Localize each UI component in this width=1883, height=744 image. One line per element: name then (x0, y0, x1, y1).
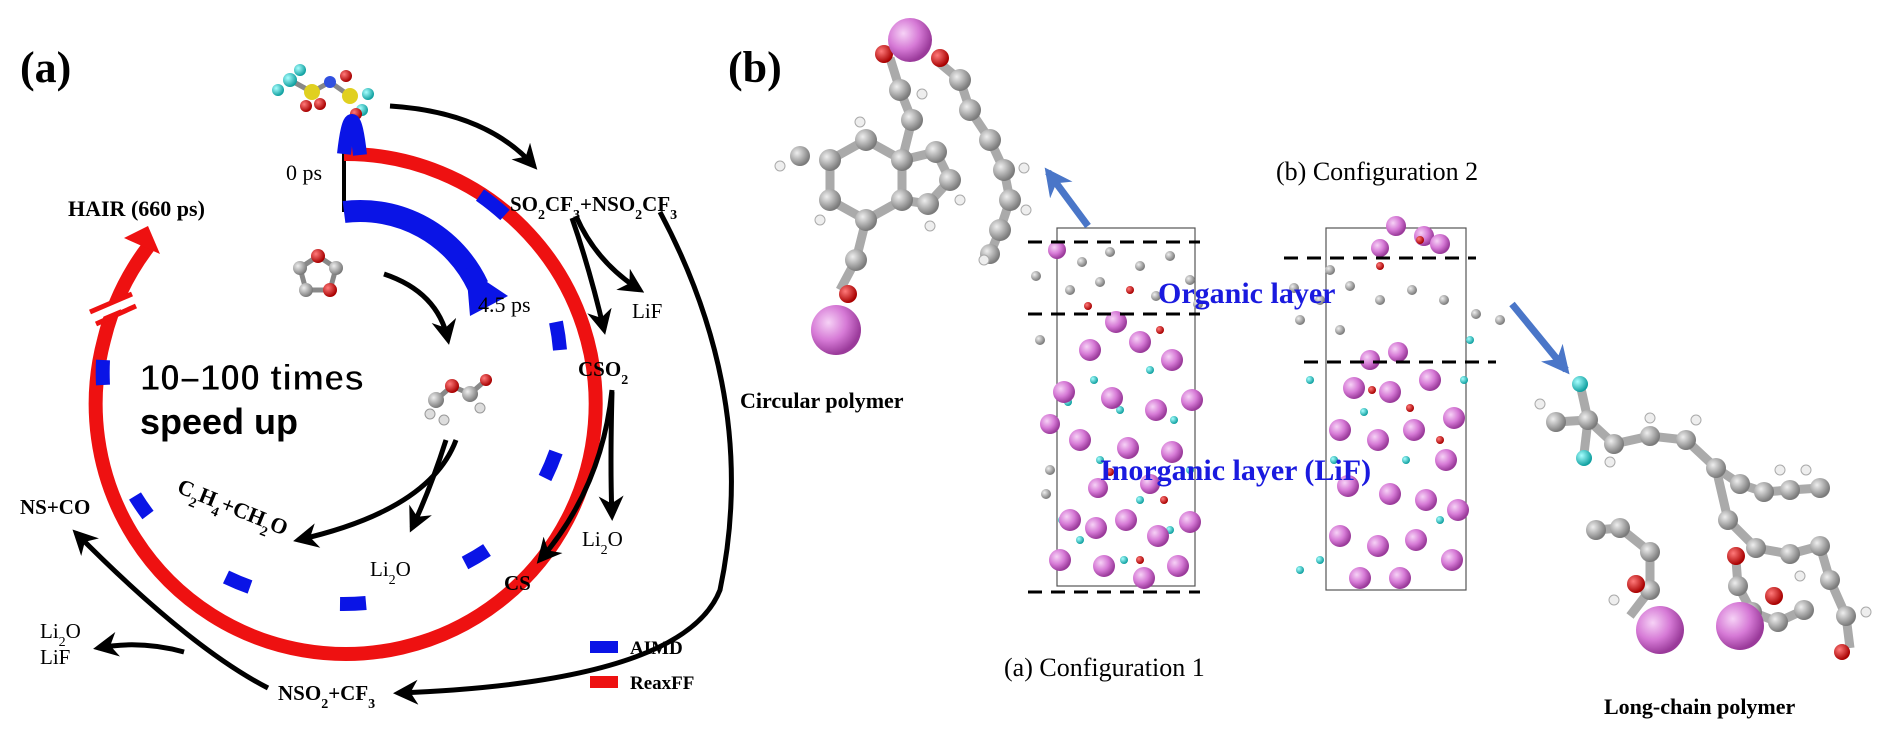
panel-a: (a) (20, 43, 734, 712)
speedup-line1: 10–100 times (140, 357, 364, 398)
aimd-segment (222, 570, 253, 594)
configuration-2-label: (b) Configuration 2 (1276, 157, 1478, 186)
organic-atoms-1 (1031, 245, 1203, 499)
reaxff-track (88, 146, 603, 661)
legend: AIMD ReaxFF (590, 638, 694, 694)
layer-boundaries (1028, 240, 1496, 594)
aimd-segment (461, 544, 491, 570)
long-chain-polymer-label: Long-chain polymer (1604, 694, 1796, 719)
species-cso2: CSO2 (578, 357, 628, 388)
dol-molecule-icon (293, 249, 343, 297)
long-chain-polymer-molecule-icon (1534, 376, 1872, 660)
hair-label: HAIR (660 ps) (68, 196, 205, 221)
speedup-line2: speed up (140, 401, 298, 442)
legend-label-reaxff: ReaxFF (630, 673, 694, 694)
species-ns-co: NS+CO (20, 495, 90, 519)
aimd-segment (339, 596, 367, 612)
species-li2o-left: Li2O (40, 619, 81, 650)
tfsi-molecule-icon (272, 64, 374, 120)
aimd-segment (337, 114, 367, 156)
aimd-segment (129, 492, 154, 520)
zoom-arrow-circular (1044, 167, 1091, 229)
legend-swatch-aimd (590, 641, 618, 653)
species-li2o-right: Li2O (582, 527, 623, 558)
li-atoms-1 (1040, 241, 1203, 589)
hair-arrowhead (124, 226, 160, 254)
configuration-1-cell (1031, 227, 1203, 589)
aimd-arc (342, 200, 508, 316)
panel-a-label: (a) (20, 43, 71, 92)
species-li2o-inner: Li2O (370, 557, 411, 588)
reaction-arrows (72, 103, 734, 705)
legend-swatch-reaxff (590, 676, 618, 688)
species-cs: CS (504, 571, 531, 595)
panel-b-label: (b) (728, 43, 782, 92)
legend-label-aimd: AIMD (630, 638, 683, 659)
aimd-segment (475, 189, 510, 221)
species-lif-right: LiF (632, 299, 662, 323)
o-atoms-1 (1084, 286, 1168, 564)
fragment-molecule-icon (424, 374, 492, 426)
zoom-arrow-long-chain (1509, 301, 1570, 375)
species-nso2-cf3: NSO2+CF3 (278, 681, 375, 712)
timeline-ring (88, 114, 603, 661)
circular-polymer-label: Circular polymer (740, 388, 904, 413)
panel-b: (b) (728, 18, 1872, 719)
configuration-2-cell (1289, 216, 1505, 591)
species-lif-left: LiF (40, 645, 70, 669)
inorganic-layer-label: Inorganic layer (LiF) (1100, 454, 1371, 487)
aimd-segment (549, 320, 567, 351)
time-start-label: 0 ps (286, 160, 322, 185)
organic-layer-label: Organic layer (1158, 277, 1335, 310)
time-aimd-label: 4.5 ps (478, 292, 531, 317)
configuration-1-label: (a) Configuration 1 (1004, 653, 1205, 682)
species-c2h4-ch2o: C2H4+CH2O (172, 473, 292, 546)
species-so2cf3: SO2CF3+NSO2CF3 (510, 192, 677, 223)
circular-polymer-molecule-icon (774, 18, 1032, 355)
aimd-segment (538, 449, 563, 482)
